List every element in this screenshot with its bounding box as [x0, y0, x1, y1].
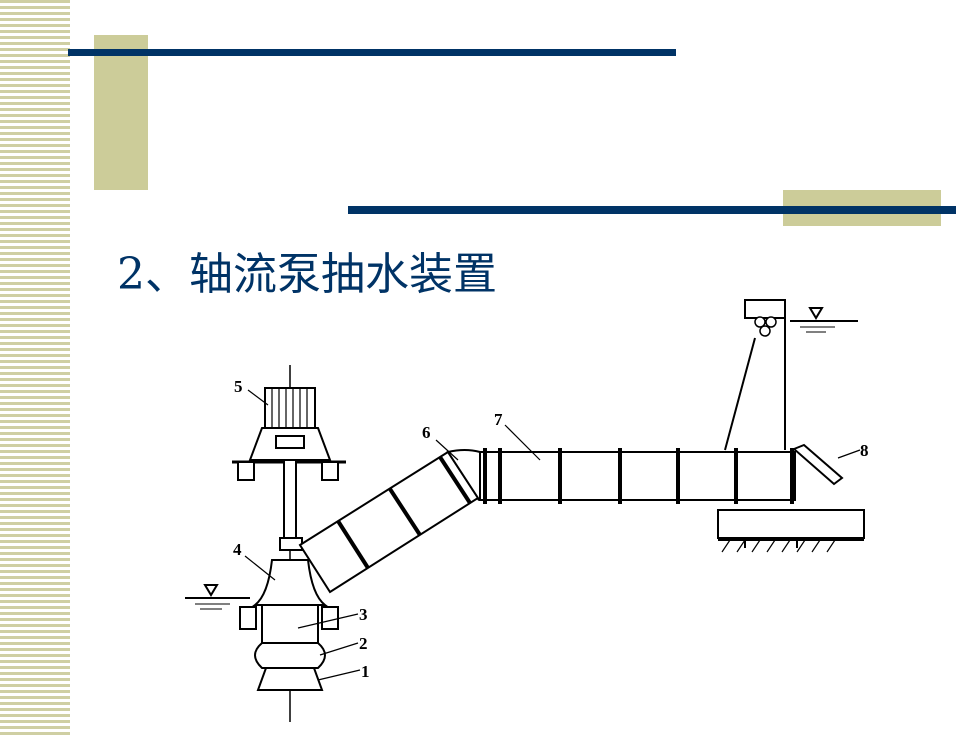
label-part-2: 2 — [359, 634, 368, 653]
outlet-structure — [724, 299, 786, 451]
water-level-left — [185, 584, 250, 610]
motor — [232, 387, 346, 541]
label-part-7: 7 — [494, 410, 503, 429]
label-part-4: 4 — [233, 540, 242, 559]
left-decorative-stripe — [0, 0, 70, 735]
top-blue-bar — [68, 49, 676, 56]
water-level-right — [790, 307, 858, 333]
label-part-5: 5 — [234, 377, 243, 396]
label-part-8: 8 — [860, 441, 869, 460]
foundation — [717, 509, 865, 553]
flap-valve — [792, 443, 844, 486]
horizontal-pipe — [446, 448, 796, 504]
leader-lines — [244, 389, 861, 681]
pump-body — [239, 537, 339, 691]
label-part-1: 1 — [361, 662, 370, 681]
label-part-3: 3 — [359, 605, 368, 624]
olive-block-top-left — [94, 35, 148, 190]
middle-blue-bar — [348, 206, 956, 214]
slide-title: 2、轴流泵抽水装置 — [117, 249, 497, 300]
label-part-6: 6 — [422, 423, 431, 442]
